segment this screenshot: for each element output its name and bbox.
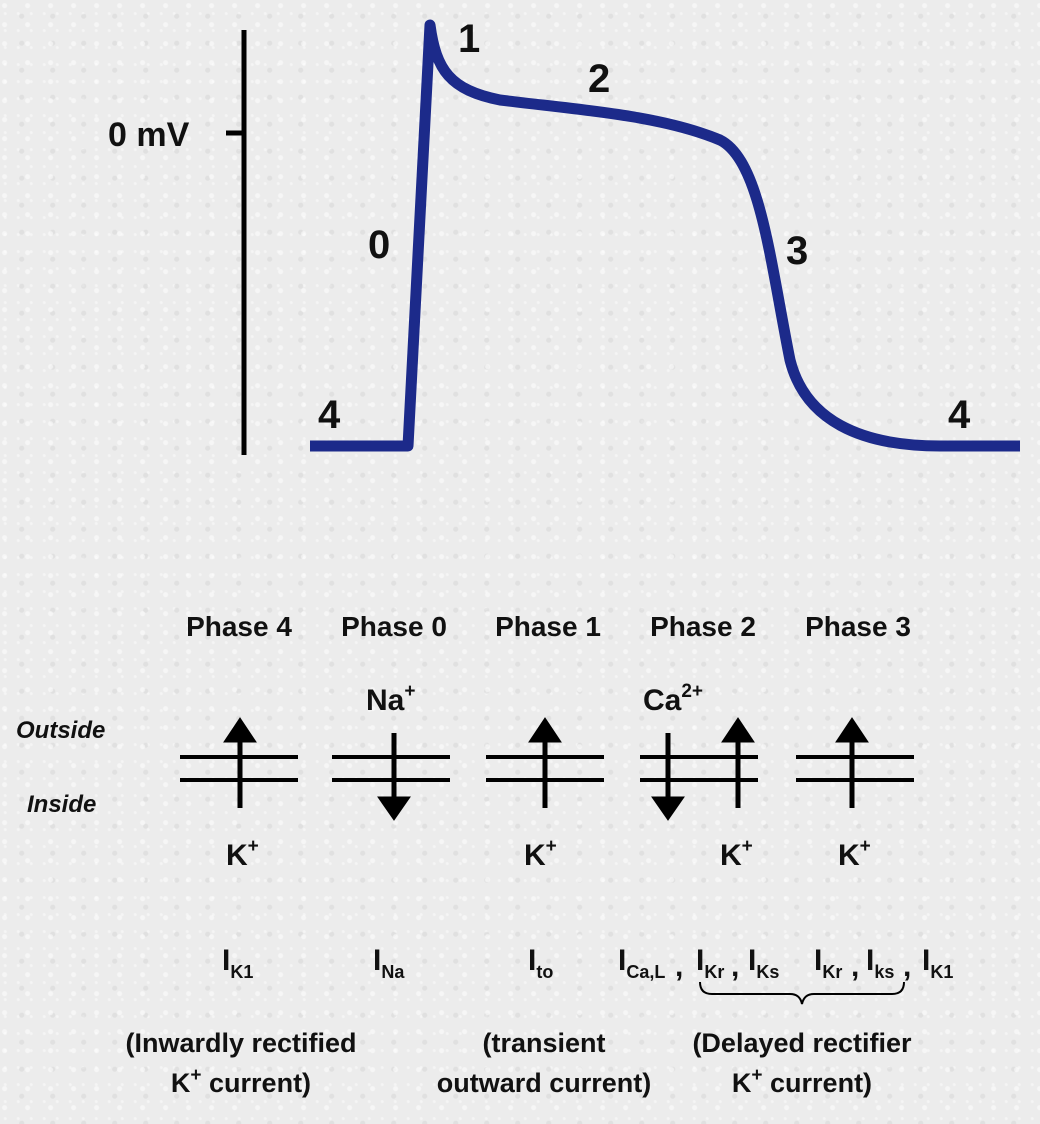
- phase-title-0: Phase 0: [341, 611, 447, 642]
- ik1-description-line2: K+ current): [171, 1065, 311, 1098]
- ito-description-line2: outward current): [437, 1068, 652, 1098]
- phase-title-1: Phase 1: [495, 611, 601, 642]
- k-ion-label-phase1: K+: [524, 836, 557, 872]
- ca-ion-label: Ca2+: [643, 681, 703, 717]
- current-ina: INa: [373, 944, 405, 982]
- outside-label: Outside: [16, 717, 105, 744]
- current-ical: ICa,L: [618, 944, 665, 982]
- separator-3: ,: [851, 950, 859, 983]
- phase-number-1: 1: [458, 17, 480, 61]
- na-ion-label: Na+: [366, 681, 415, 717]
- phase-title-4: Phase 4: [186, 611, 292, 642]
- k-ion-label-phase4: K+: [226, 836, 259, 872]
- current-iks-1: IKs: [748, 944, 779, 982]
- separator-4: ,: [903, 950, 911, 983]
- current-ito: Ito: [528, 944, 553, 982]
- k-efflux-arrow-phase2: [721, 717, 755, 808]
- delayed-rectifier-brace: [699, 981, 905, 1005]
- separator-1: ,: [675, 950, 683, 983]
- separator-2: ,: [731, 950, 739, 983]
- k-ion-label-phase3: K+: [838, 836, 871, 872]
- ito-description-line1: (transient: [482, 1028, 605, 1058]
- zero-mv-label: 0 mV: [108, 116, 190, 154]
- phase-number-4-end: 4: [948, 393, 971, 437]
- current-iks-2: Iks: [866, 944, 894, 982]
- na-influx-arrow-phase0: [377, 733, 411, 821]
- delayed-rectifier-description-line1: (Delayed rectifier: [692, 1028, 912, 1058]
- current-ik1: IK1: [222, 944, 253, 982]
- ca-influx-arrow-phase2: [651, 733, 685, 821]
- phase-title-2: Phase 2: [650, 611, 756, 642]
- k-efflux-arrow-phase1: [528, 717, 562, 808]
- current-ikr-2: IKr: [814, 944, 842, 982]
- k-ion-label-phase2: K+: [720, 836, 753, 872]
- ik1-description-line1: (Inwardly rectified: [125, 1028, 356, 1058]
- phase-number-3: 3: [786, 229, 808, 273]
- phase-number-0: 0: [368, 223, 390, 267]
- action-potential-curve: [310, 19, 1020, 452]
- phase-title-3: Phase 3: [805, 611, 911, 642]
- k-efflux-arrow-phase4: [223, 717, 257, 808]
- current-ikr-1: IKr: [696, 944, 724, 982]
- k-efflux-arrow-phase3: [835, 717, 869, 808]
- inside-label: Inside: [27, 791, 96, 818]
- phase-number-4-start: 4: [318, 393, 341, 437]
- current-ik1-phase3: IK1: [922, 944, 953, 982]
- phase-number-2: 2: [588, 57, 610, 101]
- delayed-rectifier-description-line2: K+ current): [732, 1065, 872, 1098]
